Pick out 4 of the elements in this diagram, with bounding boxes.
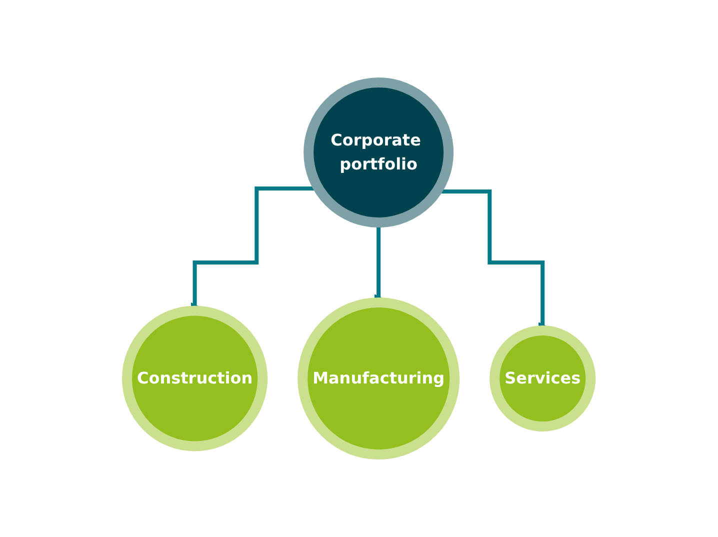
node-circle: Manufacturing <box>298 298 460 460</box>
node-circle: Corporate portfolio <box>304 78 454 228</box>
node-circle: Services <box>490 325 596 432</box>
node-circle: Construction <box>122 306 268 452</box>
